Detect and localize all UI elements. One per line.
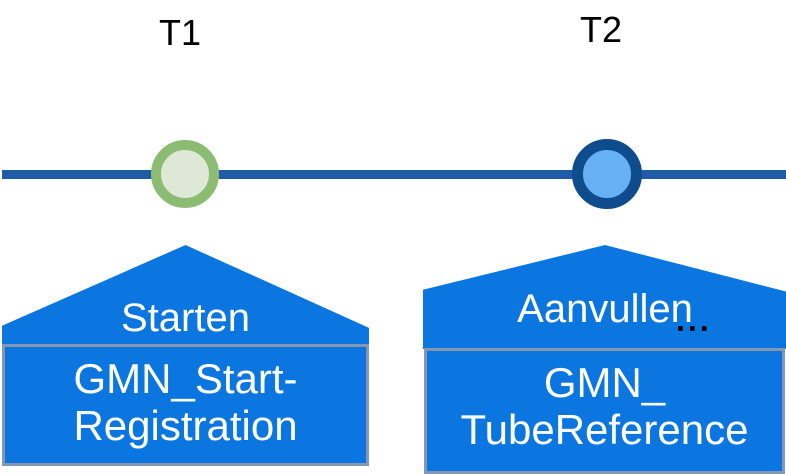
artifact-name-line1: GMN_Start- [73, 355, 298, 402]
callout-roof-t2: Aanvullen [423, 245, 786, 349]
ellipsis-label: ... [676, 302, 712, 338]
artifact-name-line1: GMN_ [543, 359, 666, 406]
timeline-line [2, 170, 786, 179]
time-label-t2: T2 [579, 9, 622, 50]
time-label-t1: T1 [158, 12, 201, 53]
artifact-box-t1: GMN_Start- Registration [2, 344, 369, 466]
callout-roof-t1: Starten [2, 245, 369, 346]
artifact-name-line2: TubeReference [460, 406, 749, 453]
artifact-box-t2: GMN_ TubeReference [424, 348, 785, 474]
artifact-name-line2: Registration [73, 402, 298, 449]
action-label-starten: Starten [121, 296, 250, 340]
milestone-circle-t2 [572, 139, 642, 209]
action-label-aanvullen: Aanvullen [517, 287, 693, 331]
milestone-circle-t1 [151, 140, 219, 208]
